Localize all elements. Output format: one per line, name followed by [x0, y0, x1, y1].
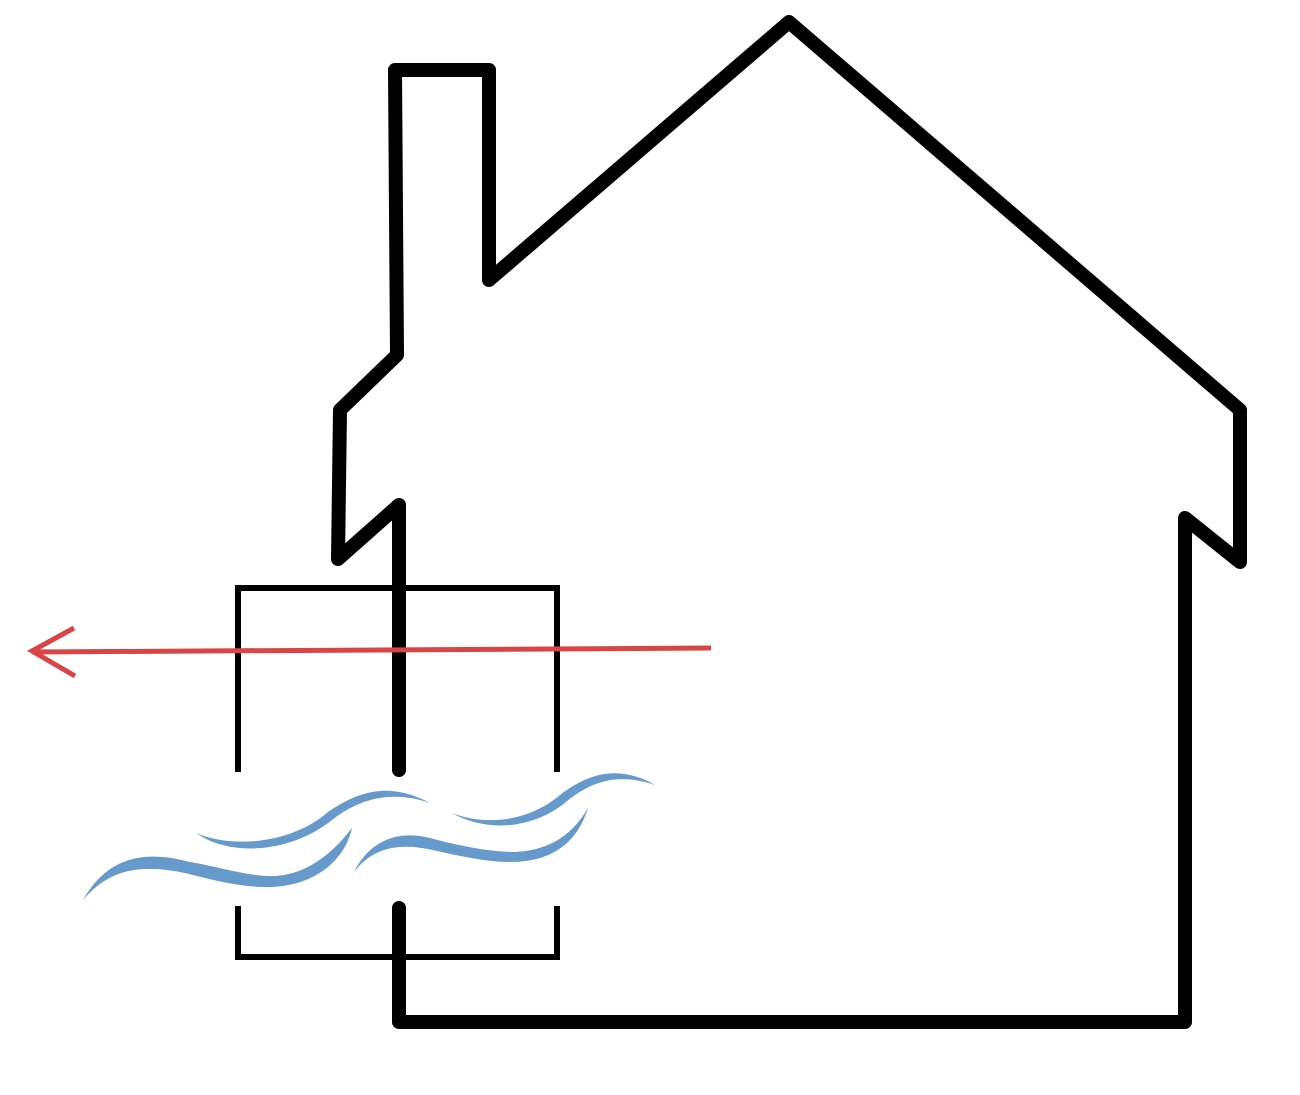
heat-loss-arrow	[26, 625, 712, 679]
heat-loss-arrow-head	[26, 625, 77, 679]
house-outline	[331, 15, 1247, 1029]
airflow-wave-4	[354, 808, 588, 872]
airflow-wave-1	[196, 790, 430, 849]
heat-loss-arrow-shaft	[31, 645, 712, 655]
airflow-wave-3	[83, 828, 352, 900]
airflow-waves	[83, 773, 655, 900]
window-frame-bottom	[235, 906, 560, 960]
window-frame-top	[235, 585, 560, 772]
airflow-wave-2	[452, 773, 655, 826]
